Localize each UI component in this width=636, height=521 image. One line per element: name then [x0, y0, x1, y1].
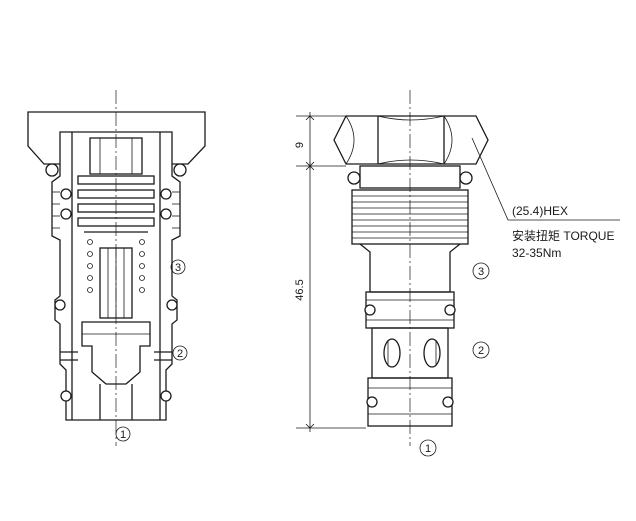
hex-height-dimension: 9	[294, 142, 306, 148]
left-port-1-label: 1	[120, 429, 126, 441]
right-port-3-label: 3	[478, 266, 484, 278]
sectional-view	[27, 90, 206, 446]
torque-label: 安装扭矩 TORQUE	[512, 228, 614, 243]
left-port-2-label: 2	[177, 348, 183, 360]
spring-coils-left	[87, 239, 93, 293]
right-port-1-label: 1	[425, 443, 431, 455]
thread-lines	[352, 195, 468, 239]
hex-size-callout: (25.4)HEX	[512, 204, 568, 218]
spring-coils-right	[139, 239, 145, 293]
exterior-view	[296, 90, 620, 457]
torque-value: 32-35Nm	[512, 246, 561, 260]
left-port-3-label: 3	[175, 262, 181, 274]
right-port-2-label: 2	[478, 345, 484, 357]
overall-length-dimension: 46.5	[294, 279, 306, 300]
